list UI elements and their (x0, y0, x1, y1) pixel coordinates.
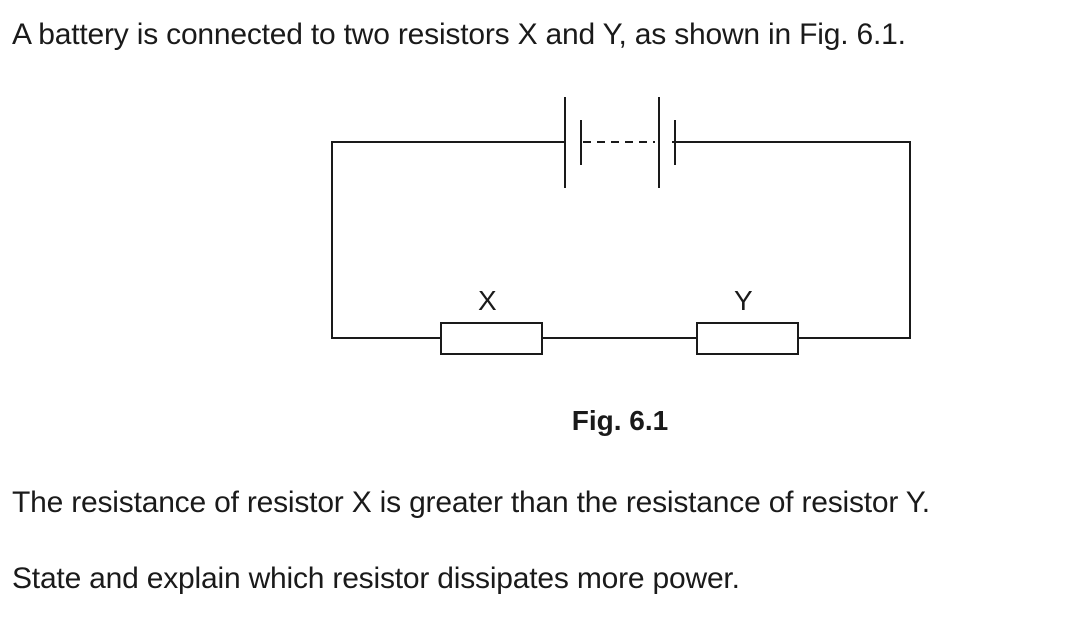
resistor-y (696, 322, 799, 355)
resistor-x-label: X (478, 285, 497, 316)
resistor-x (440, 322, 543, 355)
battery-symbol (564, 97, 676, 188)
question-prompt: State and explain which resistor dissipa… (12, 562, 740, 595)
figure-caption: Fig. 6.1 (571, 405, 669, 436)
question-intro: A battery is connected to two resistors … (12, 18, 906, 51)
resistor-y-label: Y (734, 285, 753, 316)
question-statement: The resistance of resistor X is greater … (12, 486, 930, 519)
